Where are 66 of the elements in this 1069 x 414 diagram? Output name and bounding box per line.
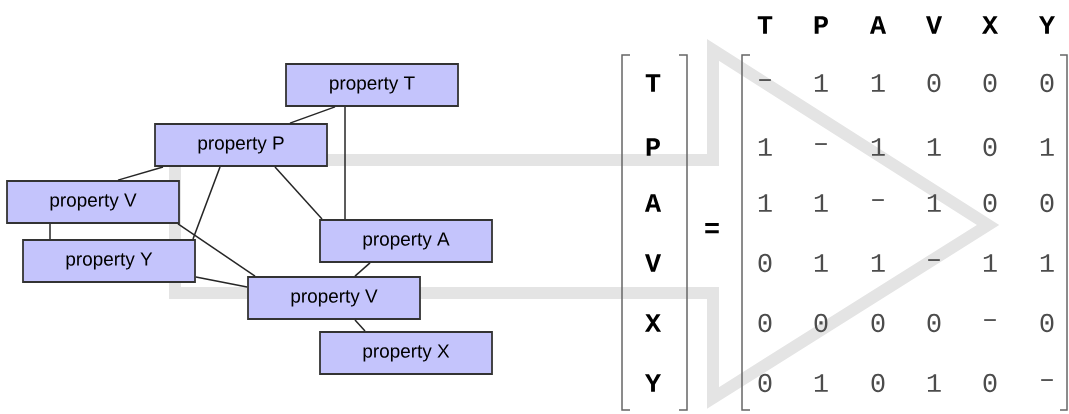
row-header: A (644, 194, 662, 212)
connector-line (192, 166, 221, 240)
matrix-entry: – (759, 79, 771, 81)
matrix-entry: 0 (871, 373, 885, 393)
column-header: A (869, 16, 887, 34)
matrix-entry: 1 (871, 254, 885, 272)
column-header: T (757, 16, 773, 34)
matrix-entry: 0 (983, 73, 997, 93)
matrix-entry: 0 (983, 137, 997, 157)
matrix-entry: 1 (814, 74, 828, 92)
matrix-entry: 0 (1040, 193, 1054, 213)
row-header: X (644, 314, 662, 332)
matrix-entry: 0 (927, 313, 941, 333)
matrix-entry: 0 (1040, 73, 1054, 93)
matrix-entry: 0 (1040, 313, 1054, 333)
property-box: property V (247, 276, 421, 320)
matrix-entry: 0 (814, 313, 828, 333)
matrix-entry: – (1041, 379, 1053, 381)
row-header: V (645, 254, 662, 272)
connector-line (49, 223, 51, 240)
matrix-entry: 0 (927, 73, 941, 93)
connector-line (344, 106, 346, 220)
matrix-entry: – (872, 199, 884, 201)
matrix-entry: 1 (814, 194, 828, 212)
column-header: X (981, 16, 999, 34)
property-box: property A (319, 219, 493, 263)
matrix-entry: 1 (814, 374, 828, 392)
connector-line (354, 319, 366, 332)
matrix-entry: 1 (927, 374, 941, 392)
matrix-entry: 1 (1040, 138, 1054, 156)
matrix-entry: 1 (1040, 254, 1054, 272)
connector-line (354, 262, 371, 277)
connector-line (274, 166, 323, 220)
matrix-entry: 0 (983, 373, 997, 393)
property-box: property X (319, 331, 493, 375)
matrix-entry: 1 (758, 194, 772, 212)
row-header: P (646, 138, 660, 156)
matrix-entry: 0 (871, 313, 885, 333)
matrix-entry: 1 (814, 254, 828, 272)
row-header: Y (645, 374, 662, 392)
matrix-entry: – (984, 319, 996, 321)
property-box: property Y (22, 239, 196, 283)
row-header: T (645, 74, 661, 92)
matrix-entry: 1 (871, 138, 885, 156)
property-box: property P (154, 123, 328, 167)
matrix-entry: 1 (983, 254, 997, 272)
matrix-entry: 1 (927, 194, 941, 212)
matrix-entry: 1 (927, 138, 941, 156)
column-header: Y (1039, 16, 1056, 34)
matrix-entry: 0 (758, 253, 772, 273)
matrix-entry: – (928, 259, 940, 261)
matrix-entry: 1 (758, 138, 772, 156)
property-box: property T (285, 63, 459, 107)
column-header: V (926, 16, 943, 34)
connector-line (117, 166, 164, 181)
matrix-entry: 0 (758, 373, 772, 393)
equals-sign: = (705, 223, 719, 234)
connector-line (289, 106, 336, 124)
matrix-entry: 0 (758, 313, 772, 333)
connector-line (177, 223, 256, 277)
column-header: P (814, 16, 828, 34)
connector-line (195, 276, 248, 288)
matrix-entry: 1 (871, 74, 885, 92)
matrix-entry: – (815, 143, 827, 145)
property-box: property V (6, 180, 180, 224)
matrix-entry: 0 (983, 193, 997, 213)
